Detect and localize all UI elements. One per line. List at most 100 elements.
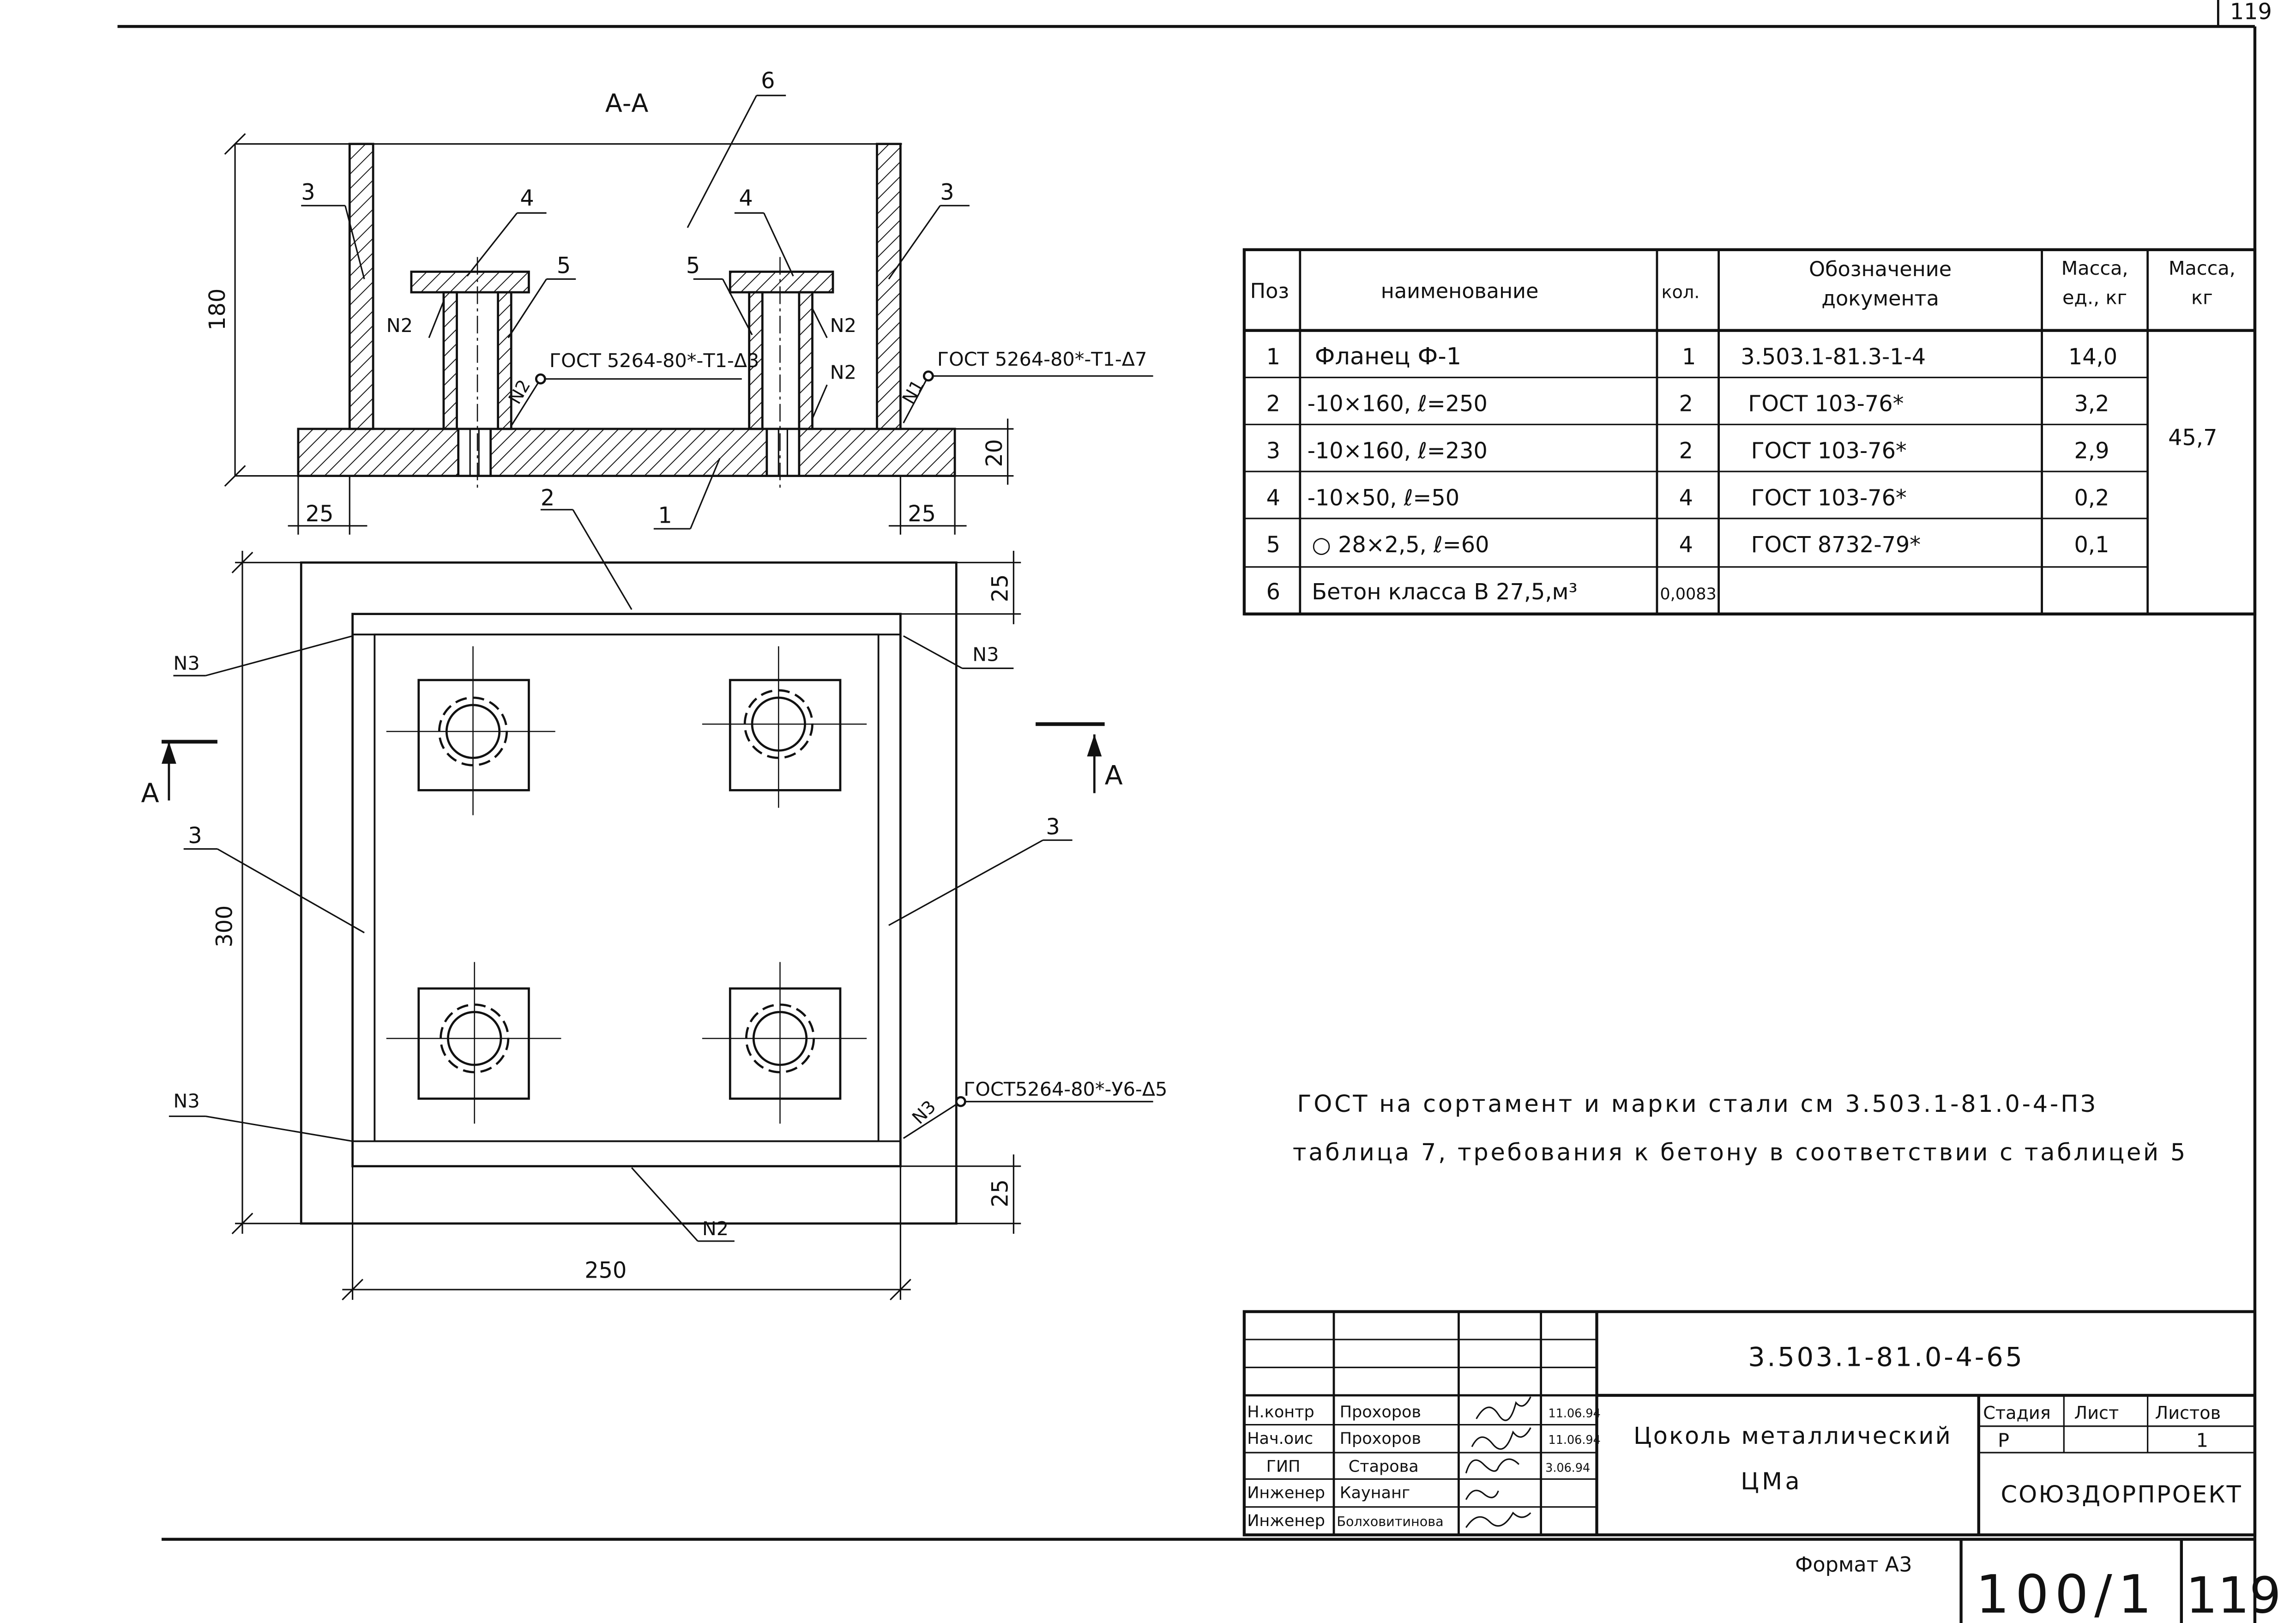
dim-25-bottom: 25 — [988, 1179, 1013, 1207]
cut-mark-right: А — [1105, 760, 1123, 791]
drawing-code: 3.503.1-81.0-4-65 — [1748, 1341, 2024, 1372]
section-labels: А-А 180 20 25 25 1 2 3 3 4 4 5 5 6 N2 N2… — [205, 68, 1147, 529]
drawing-name-1: Цоколь металлический — [1633, 1423, 1952, 1450]
row4-pos: 4 — [1266, 485, 1280, 511]
title-block — [1242, 1310, 2257, 1537]
dim-250: 250 — [585, 1258, 627, 1283]
row3-doc: ГОСТ 103-76* — [1751, 438, 1907, 464]
row2-name: -10×160, ℓ=250 — [1308, 392, 1488, 417]
dim-25-left: 25 — [306, 501, 334, 527]
row4-qty: 4 — [1679, 485, 1693, 511]
gost-weld-right: ГОСТ 5264-80*-Т1-Δ7 — [937, 348, 1147, 370]
row1-name: Фланец Ф-1 — [1315, 343, 1462, 370]
pos-3-left: 3 — [301, 180, 315, 205]
dim-300: 300 — [212, 905, 238, 947]
row5-doc: ГОСТ 8732-79* — [1751, 532, 1921, 558]
plan-labels: 300 250 25 25 А А 3 3 N3 N3 N3 N3 N2 ГОС… — [141, 574, 1167, 1283]
note: ГОСТ на сортамент и марки стали см 3.503… — [1293, 1091, 2188, 1166]
row6-name: Бетон класса В 27,5,м³ — [1312, 579, 1577, 605]
sheets-value: 1 — [2196, 1429, 2208, 1451]
cut-arrow-right — [1087, 734, 1102, 757]
weld-n3-d: N3 — [909, 1097, 940, 1128]
section-title: А-А — [605, 89, 649, 118]
total-mass: 45,7 — [2168, 425, 2217, 451]
row5-mass: 0,1 — [2074, 532, 2109, 558]
pos-4-right: 4 — [739, 186, 753, 211]
hdr-pos: Поз — [1250, 279, 1289, 303]
weld-n3-a: N3 — [173, 652, 199, 675]
stage-value: Р — [1998, 1429, 2009, 1451]
washer-right — [729, 271, 834, 294]
role-4: Инженер — [1247, 1484, 1325, 1502]
stage-label: Стадия — [1983, 1403, 2050, 1424]
row5-pos: 5 — [1266, 532, 1280, 558]
weld-n2-a: N2 — [386, 314, 413, 337]
row4-doc: ГОСТ 103-76* — [1751, 485, 1907, 511]
date-1: 11.06.94 — [1549, 1407, 1601, 1421]
plan-pos-3-left: 3 — [188, 823, 202, 849]
row3-qty: 2 — [1679, 438, 1693, 464]
hdr-mass: Масса, кг — [2168, 258, 2236, 310]
signature-1 — [1476, 1396, 1531, 1421]
row1-doc: 3.503.1-81.3-1-4 — [1741, 344, 1926, 370]
pos-5-left: 5 — [557, 253, 571, 279]
section-a-a — [224, 95, 1153, 610]
weld-n1: N1 — [898, 376, 928, 408]
note-line2: таблица 7, требования к бетону в соответ… — [1293, 1139, 2188, 1166]
cut-arrow-left — [161, 742, 176, 764]
spec-table-text: Поз наименование кол. Обозначение докуме… — [1250, 258, 2236, 605]
dim-20: 20 — [982, 439, 1007, 467]
row6-qty: 0,0083 — [1660, 585, 1716, 603]
signature-2 — [1471, 1427, 1531, 1450]
signature-3 — [1465, 1458, 1520, 1473]
weld-n2-b: N2 — [830, 314, 856, 337]
footer: Формат А3 100/1 119 — [1795, 1553, 2281, 1623]
dim-25-top: 25 — [988, 574, 1013, 602]
row1-mass: 14,0 — [2068, 344, 2117, 370]
wall-left — [348, 143, 374, 430]
date-3: 3.06.94 — [1545, 1461, 1590, 1475]
dim-180: 180 — [205, 289, 230, 331]
hdr-doc: Обозначение документа — [1809, 258, 1952, 312]
plan-view — [161, 550, 1153, 1301]
date-2: 11.06.94 — [1549, 1433, 1601, 1447]
base-plate — [297, 428, 956, 477]
signature-4 — [1465, 1490, 1499, 1500]
role-3: ГИП — [1266, 1457, 1301, 1476]
row5-qty: 4 — [1679, 532, 1693, 558]
plan-inner — [374, 634, 880, 1142]
row2-pos: 2 — [1266, 392, 1280, 417]
hdr-name: наименование — [1381, 279, 1539, 303]
note-line1: ГОСТ на сортамент и марки стали см 3.503… — [1297, 1091, 2097, 1118]
weld-n2-c: N2 — [830, 362, 856, 384]
row2-mass: 3,2 — [2074, 392, 2109, 417]
plan-walls — [351, 613, 902, 1168]
weld-n2-plan: N2 — [702, 1218, 729, 1240]
pos-1: 1 — [658, 503, 672, 528]
plan-pos-3-right: 3 — [1046, 815, 1060, 840]
wall-right — [876, 143, 902, 430]
weld-n3-c: N3 — [173, 1090, 199, 1112]
title-block-text: 3.503.1-81.0-4-65 Цоколь металлический Ц… — [1247, 1341, 2242, 1530]
weld-n3-b: N3 — [972, 643, 999, 665]
plan-outer — [300, 561, 958, 1225]
role-5: Инженер — [1247, 1512, 1325, 1530]
pos-5-right: 5 — [686, 253, 700, 279]
org-name: СОЮЗДОРПРОЕКТ — [2001, 1481, 2242, 1508]
washer-left — [410, 271, 530, 294]
row1-pos: 1 — [1266, 344, 1280, 370]
signature-5 — [1465, 1511, 1531, 1528]
page-number: 119 — [2186, 1567, 2281, 1623]
format-label: Формат А3 — [1795, 1553, 1912, 1577]
page-number-top: 119 — [2230, 0, 2272, 24]
row2-qty: 2 — [1679, 392, 1693, 417]
role-2: Нач.оис — [1247, 1430, 1313, 1448]
person-5: Болховитинова — [1337, 1514, 1443, 1529]
pos-2: 2 — [541, 485, 554, 511]
sheet-number: 100/1 — [1976, 1564, 2157, 1623]
hdr-mass-unit: Масса, ед., кг — [2061, 258, 2128, 310]
anchor-squares — [386, 646, 867, 1124]
row2-doc: ГОСТ 103-76* — [1748, 392, 1904, 417]
row5-name: ○ 28×2,5, ℓ=60 — [1312, 532, 1489, 558]
